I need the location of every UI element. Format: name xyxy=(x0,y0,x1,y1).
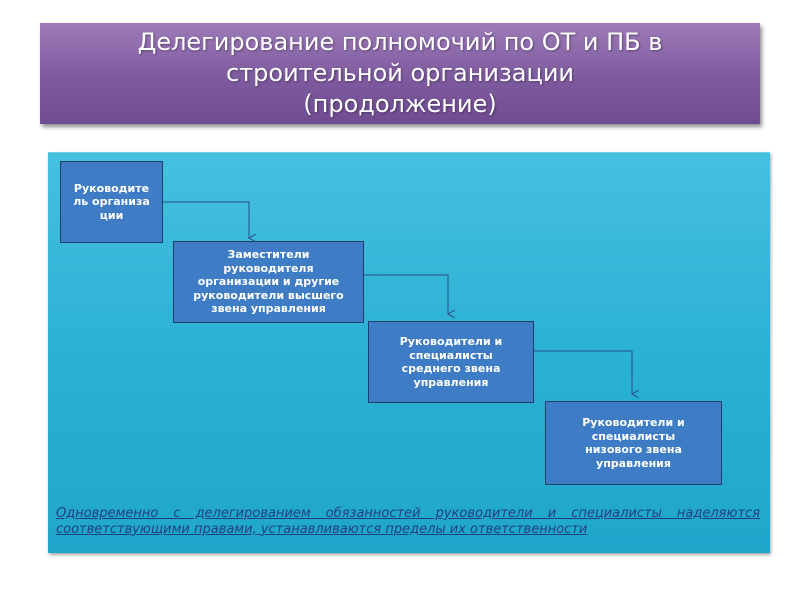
connector-arrow-2 xyxy=(364,274,448,314)
box-head-label: Руководитель организации xyxy=(73,181,150,222)
box-head-of-organization: Руководитель организации xyxy=(60,161,163,243)
box-middle-label: Руководители и специалисты среднего звен… xyxy=(399,335,503,389)
title-banner: Делегирование полномочий по ОТ и ПБ в ст… xyxy=(40,23,760,124)
box-deputies-label: Заместители руководителя организации и д… xyxy=(193,248,344,316)
title-line-1: Делегирование полномочий по ОТ и ПБ в xyxy=(137,28,663,56)
box-lower-label: Руководители и специалисты низового звен… xyxy=(582,416,685,470)
box-lower-level: Руководители и специалисты низового звен… xyxy=(545,401,722,485)
footer-note: Одновременно с делегированием обязанност… xyxy=(56,506,760,537)
title-line-3: (продолжение) xyxy=(303,90,497,118)
connector-arrow-1 xyxy=(163,201,249,238)
box-deputies: Заместители руководителя организации и д… xyxy=(173,241,364,323)
box-middle-level: Руководители и специалисты среднего звен… xyxy=(368,321,534,403)
connector-arrow-3 xyxy=(534,350,632,394)
title-line-2: строительной организации xyxy=(225,59,575,87)
